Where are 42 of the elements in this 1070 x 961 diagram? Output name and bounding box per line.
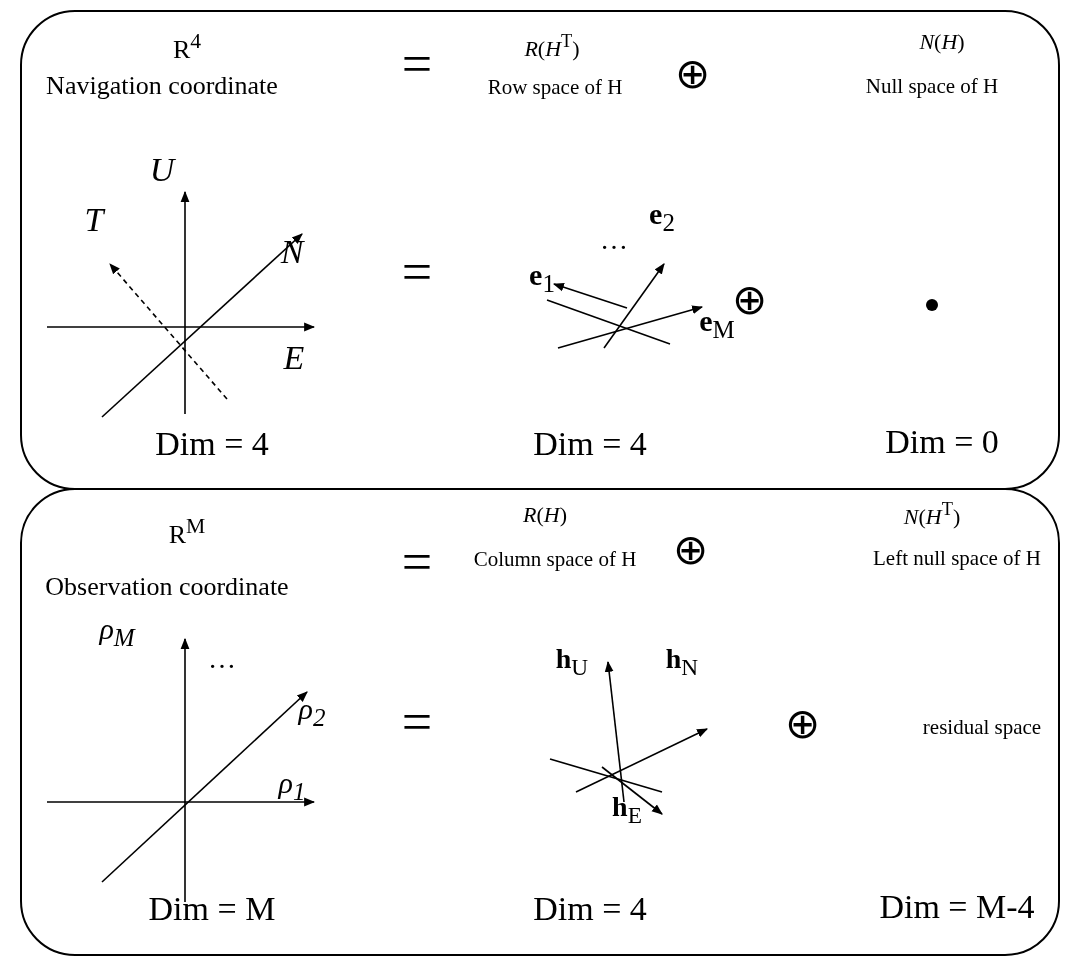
dimension-label: Dim = 0 (885, 425, 999, 459)
dimension-label: Dim = M (148, 892, 276, 926)
equals-sign: = (401, 37, 433, 91)
space-symbol: R$^{4}$ (172, 31, 202, 63)
vector-label: h$_{E}$ (612, 793, 642, 827)
dimension-label: Dim = 4 (533, 427, 647, 461)
space-caption: Left null space of H (873, 547, 1041, 569)
subspace-symbol: N(H$^{T}$) (903, 500, 961, 528)
space-caption: Row space of H (487, 76, 623, 98)
axis-label: T (84, 203, 104, 237)
ellipsis: … (208, 645, 236, 673)
panel (20, 488, 1060, 956)
subspace-symbol: R(H$^{T}$) (524, 32, 580, 60)
axis-label: U (149, 153, 175, 187)
direct-sum-sign: ⊕ (672, 529, 708, 571)
axis-label: ρ$_{2}$ (298, 694, 326, 730)
equals-sign: = (401, 535, 433, 589)
space-caption: Column space of H (473, 548, 637, 570)
vector-label: h$_{N}$ (665, 645, 699, 679)
axis-label: ρ$_{M}$ (99, 614, 135, 650)
equals-sign: = (401, 695, 433, 749)
panel (20, 10, 1060, 490)
dimension-label: Dim = 4 (155, 427, 269, 461)
dimension-label: Dim = M-4 (879, 890, 1035, 924)
subspace-symbol: N(H) (919, 31, 965, 53)
dimension-label: Dim = 4 (533, 892, 647, 926)
axis-label: E (283, 341, 305, 375)
equals-sign: = (401, 245, 433, 299)
space-caption: Null space of H (865, 75, 999, 97)
space-symbol: R$^{M}$ (168, 516, 206, 548)
space-caption: Observation coordinate (45, 574, 289, 600)
vector-label: h$_{U}$ (555, 645, 589, 679)
axis-label: ρ$_{1}$ (278, 768, 306, 804)
axis-label: N (280, 235, 304, 269)
direct-sum-sign: ⊕ (784, 703, 820, 745)
space-caption: residual space (922, 716, 1042, 738)
ellipsis: … (600, 226, 628, 254)
vector-label: e$_{1}$ (529, 260, 555, 296)
direct-sum-sign: ⊕ (674, 53, 710, 95)
vector-label: e$_{2}$ (649, 199, 675, 235)
space-caption: Navigation coordinate (46, 73, 278, 99)
subspace-symbol: R(H) (523, 504, 567, 526)
